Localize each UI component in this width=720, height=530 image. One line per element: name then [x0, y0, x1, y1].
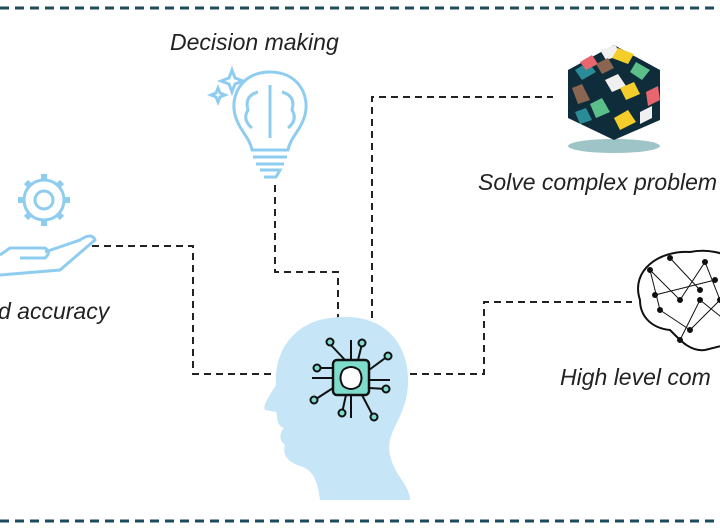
connector-computing	[410, 301, 632, 375]
connectors	[92, 96, 632, 375]
connector-solve	[371, 96, 553, 318]
gear-hand-icon	[0, 174, 97, 277]
label-solve-complex-problem: Solve complex problem	[478, 169, 718, 195]
rubiks-cube-icon	[568, 45, 660, 153]
connector-decision	[274, 185, 339, 318]
label-accuracy: d accuracy	[0, 298, 110, 324]
head-chip-icon	[264, 316, 410, 500]
lightbulb-brain-icon	[206, 65, 308, 179]
label-high-level-computing: High level com	[560, 364, 711, 390]
neural-brain-icon	[637, 249, 720, 352]
connector-accuracy	[92, 245, 278, 375]
label-decision-making: Decision making	[170, 29, 339, 55]
